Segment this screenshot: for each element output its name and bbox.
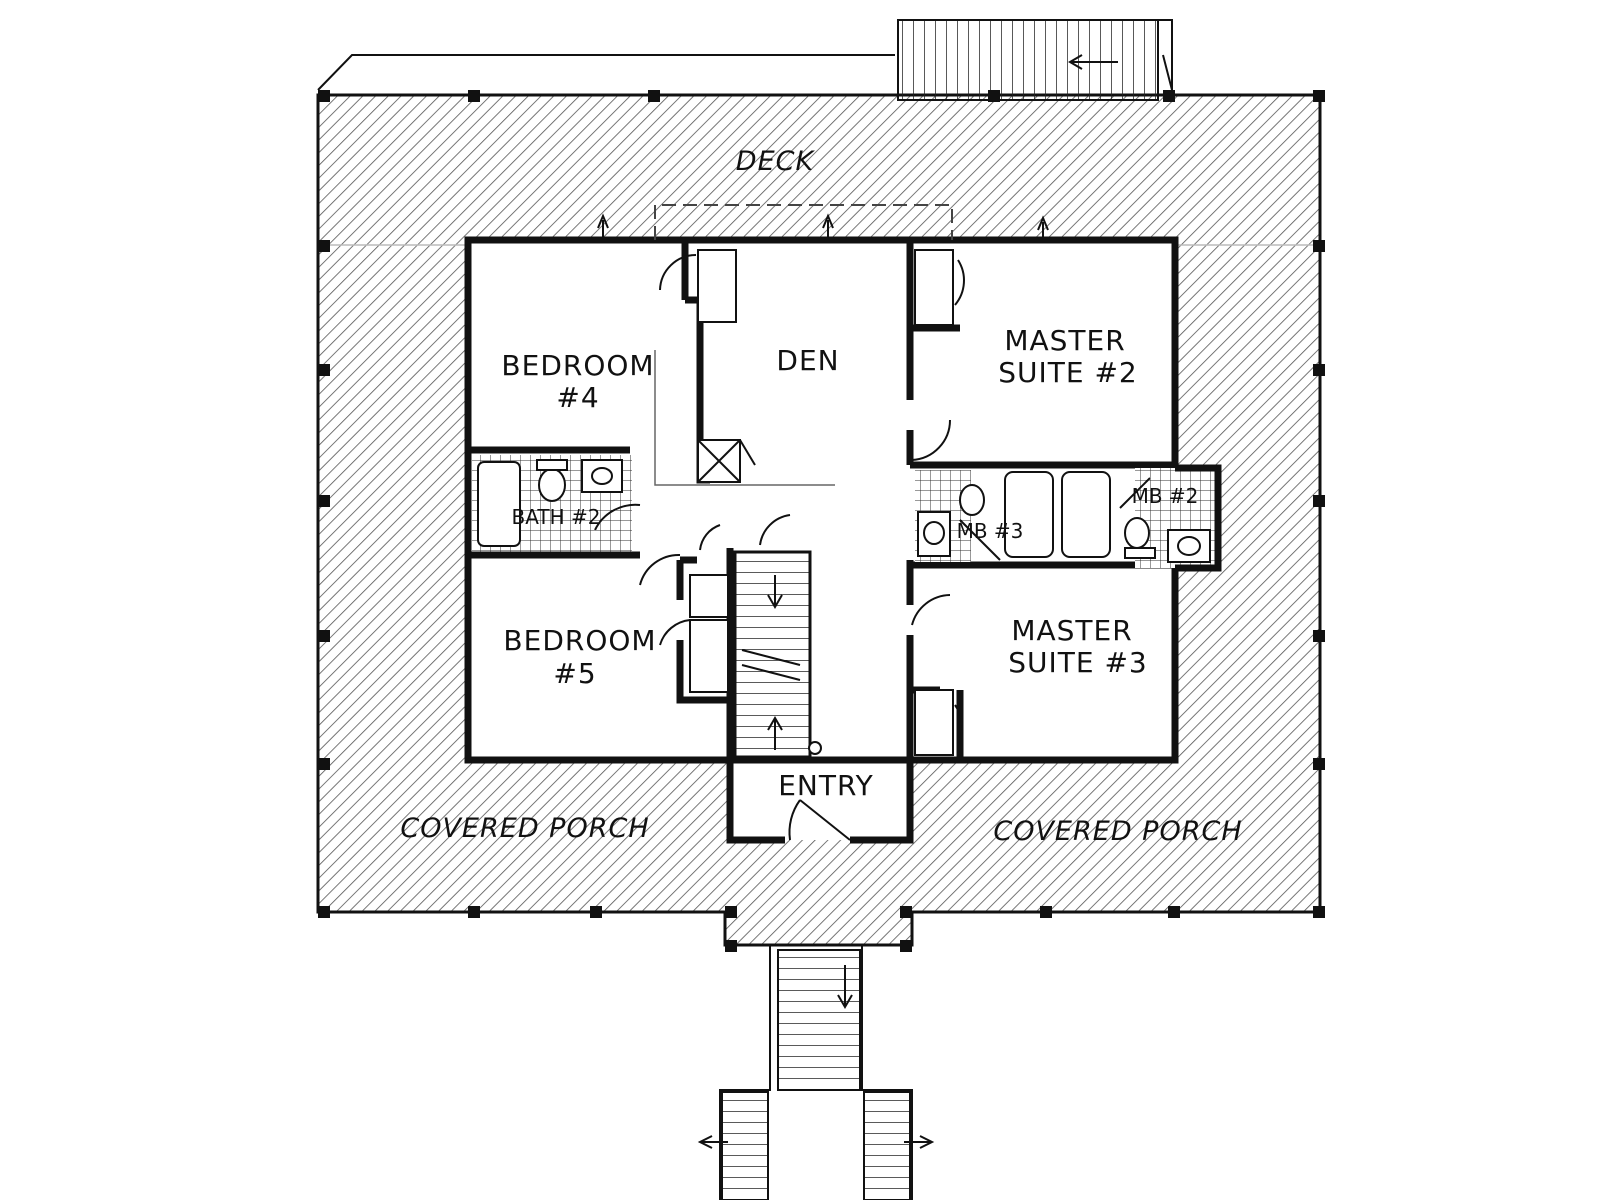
bedroom5-label-line2: #5 — [553, 657, 596, 690]
bedroom5-door — [639, 553, 681, 586]
deck-railing — [317, 19, 1173, 91]
master3-label-line1: MASTER — [1011, 614, 1132, 647]
bedroom4-label-line2: #4 — [556, 381, 599, 414]
master3-closet — [914, 689, 954, 756]
bedroom5-walls — [468, 548, 734, 760]
exterior-walls — [464, 236, 1179, 764]
bedroom5-label-line1: BEDROOM — [503, 624, 656, 657]
overhead-dashed-line — [654, 204, 953, 240]
bath2-toilet — [538, 468, 566, 502]
mb2-label: MB #2 — [1132, 484, 1199, 508]
master2-closet-door — [954, 259, 965, 306]
bedroom4-label-line1: BEDROOM — [501, 349, 654, 382]
entry-walls — [726, 760, 914, 844]
master3-door — [911, 594, 951, 626]
mb3-label: MB #3 — [957, 519, 1024, 543]
entry-label: ENTRY — [778, 769, 874, 802]
bedroom4-walls — [468, 240, 710, 484]
mb2-toilet — [1124, 517, 1150, 549]
covered-porch-right-label: COVERED PORCH — [993, 816, 1242, 847]
den-label: DEN — [776, 344, 839, 377]
mb2-bumpout — [1175, 464, 1222, 572]
master3-label-line2: SUITE #3 — [1008, 646, 1148, 679]
interior-stairs — [733, 550, 822, 759]
bath2-tub — [477, 461, 521, 547]
bath2-door — [594, 503, 641, 531]
deck-door-arrows — [597, 213, 1049, 240]
deck-label: DECK — [736, 146, 816, 177]
entry-floor — [730, 755, 910, 840]
master2-label-line2: SUITE #2 — [998, 356, 1138, 389]
entry-door — [788, 799, 851, 841]
rear-stairs — [897, 19, 1159, 101]
master2-closet — [914, 249, 954, 326]
master3-closet-door — [954, 704, 964, 746]
mb2-tub — [1061, 471, 1111, 558]
front-stairs — [697, 944, 935, 1200]
den-ceiling-line — [654, 350, 835, 486]
master2-label-line1: MASTER — [1004, 324, 1125, 357]
hall-closet — [689, 574, 729, 618]
mb3-toilet — [959, 484, 985, 516]
mb3-tub — [1004, 471, 1054, 558]
bedroom4-closet-door — [659, 254, 697, 291]
covered-porch-left-label: COVERED PORCH — [400, 813, 649, 844]
master2-door — [911, 419, 952, 461]
bath2-label: BATH #2 — [512, 505, 601, 529]
bedroom5-closet-door — [659, 619, 691, 646]
bedroom4-closet — [697, 249, 737, 323]
bedroom5-closet — [689, 619, 729, 693]
